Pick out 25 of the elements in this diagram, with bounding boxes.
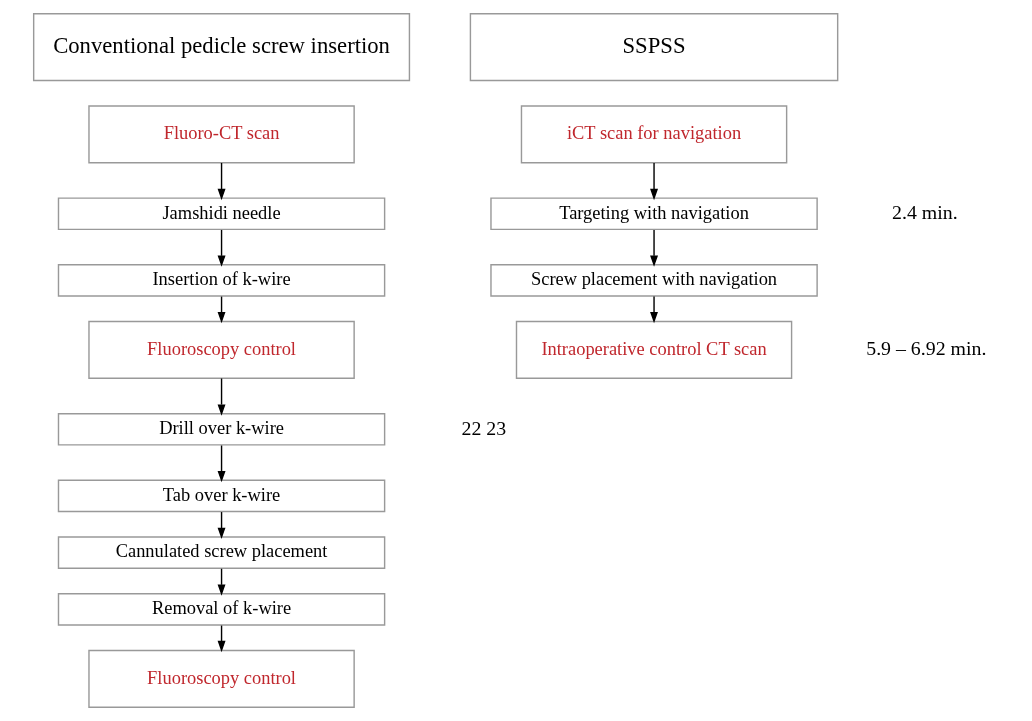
node-box: SSPSS <box>469 13 838 82</box>
node-box: Jamshidi needle <box>57 197 385 231</box>
label: 5.9 – 6.92 min. <box>865 337 986 360</box>
node-box: Intraoperative control CT scan <box>515 320 792 379</box>
node-box: Fluoro-CT scan <box>87 105 355 164</box>
node-box: Fluoroscopy control <box>87 320 355 379</box>
node-box: iCT scan for navigation <box>520 105 787 164</box>
node-box: Removal of k-wire <box>57 593 385 626</box>
node-box: Tab over k-wire <box>57 479 385 513</box>
arrow <box>217 229 226 267</box>
label: 2.4 min. <box>891 200 958 223</box>
arrow <box>217 444 226 483</box>
arrow <box>649 229 658 267</box>
node-box: Targeting with navigation <box>489 197 818 231</box>
node-box: Drill over k-wire <box>57 412 385 446</box>
node-box: Cannulated screw placement <box>57 536 385 569</box>
node-box: Fluoroscopy control <box>87 649 355 708</box>
arrow <box>217 377 226 416</box>
arrow <box>649 162 658 201</box>
arrow <box>217 162 226 201</box>
node-box: Conventional pedicle screw insertion <box>32 13 410 82</box>
arrow <box>649 295 658 324</box>
node-box: Insertion of k-wire <box>57 264 385 297</box>
node-box: Screw placement with navigation <box>489 264 818 297</box>
label: 22 23 <box>461 416 506 439</box>
